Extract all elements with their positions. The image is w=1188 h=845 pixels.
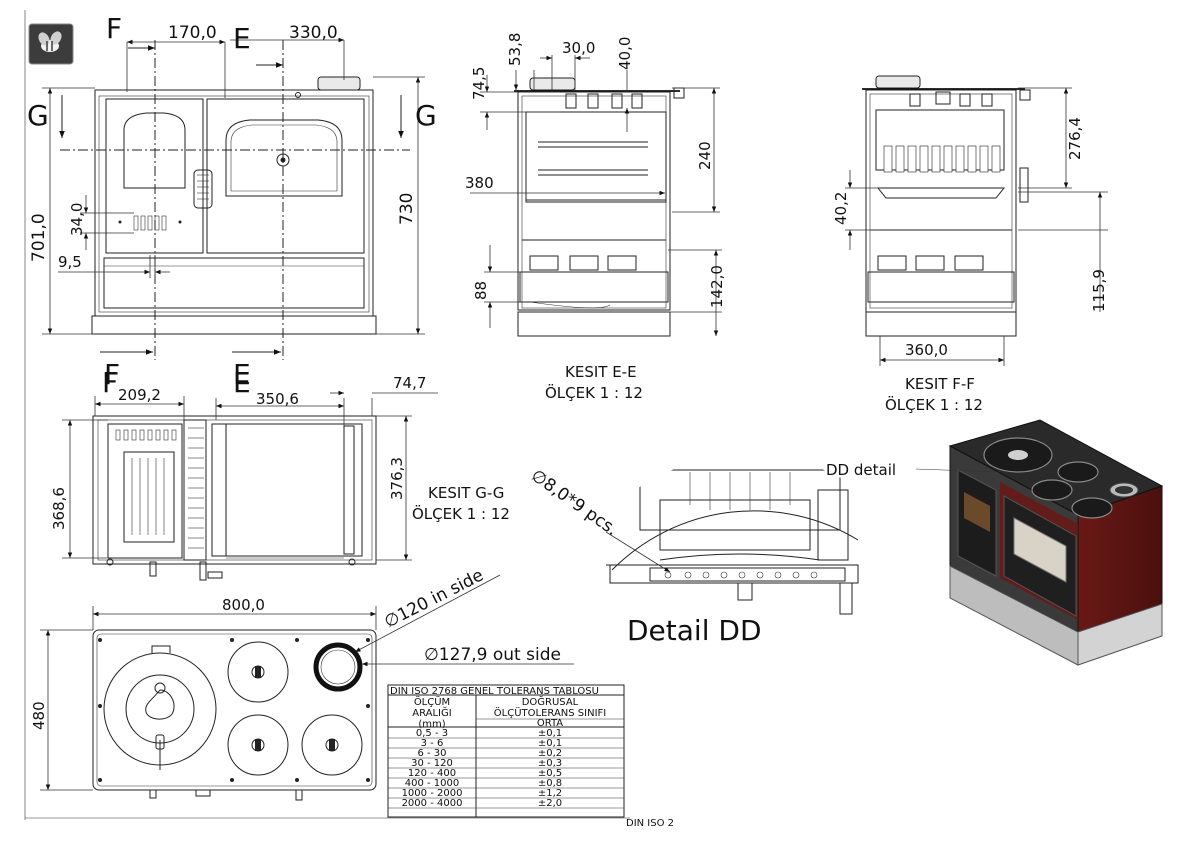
front-section-g-left-label: G [27, 99, 49, 132]
caption-ff-scale: ÖLÇEK 1 : 12 [885, 395, 983, 414]
gg-section-f-label: F [102, 366, 118, 399]
dim-ff-40-2: 40,2 [832, 192, 850, 225]
tolerance-value-cell: ±0,8 [538, 778, 562, 789]
dim-front-34: 34,0 [68, 203, 86, 236]
dim-ff-115-9: 115,9 [1090, 269, 1108, 312]
dim-ee-380: 380 [465, 174, 494, 192]
flue-inner-diameter: ∅120 in side [381, 565, 487, 632]
tolerance-col2-header-3: ORTA [537, 718, 563, 729]
detail-callout-label: DD detail [826, 461, 896, 479]
tolerance-range-cell: 6 - 30 [417, 748, 446, 759]
caption-ff-title: KESIT F-F [905, 375, 975, 393]
tolerance-value-cell: ±0,5 [538, 768, 562, 779]
tolerance-table [387, 684, 625, 818]
front-view [42, 37, 425, 360]
stove-isometric-render [915, 419, 1164, 666]
caption-gg-scale: ÖLÇEK 1 : 12 [412, 504, 510, 523]
dim-ee-240: 240 [696, 141, 714, 170]
tolerance-col1-header-3: (mm) [418, 719, 445, 730]
tolerance-value-cell: ±0,3 [538, 758, 562, 769]
tolerance-value-cell: ±1,2 [538, 788, 562, 799]
tolerance-value-cell: ±0,1 [538, 728, 562, 739]
caption-ee-scale: ÖLÇEK 1 : 12 [545, 383, 643, 402]
dim-front-170: 170,0 [168, 23, 217, 43]
bee-logo-icon [28, 23, 74, 65]
top-view [40, 574, 574, 801]
dim-top-480: 480 [30, 701, 48, 730]
front-section-g-right-label: G [415, 99, 437, 132]
front-section-f-label: F [106, 12, 122, 45]
tolerance-range-cell: 2000 - 4000 [402, 798, 463, 809]
caption-ee-title: KESIT E-E [565, 363, 637, 381]
dim-gg-74-7: 74,7 [393, 374, 426, 392]
dim-ff-360: 360,0 [905, 341, 948, 359]
tolerance-value-cell: ±0,1 [538, 738, 562, 749]
flue-outer-diameter: ∅127,9 out side [424, 645, 561, 665]
dim-front-330: 330,0 [289, 23, 338, 43]
dim-top-800: 800,0 [222, 596, 265, 614]
dim-gg-368-6: 368,6 [50, 487, 68, 530]
tolerance-value-cell: ±0,2 [538, 748, 562, 759]
caption-gg-title: KESIT G-G [428, 484, 504, 502]
tolerance-col2-header-1: DOĞRUSAL [522, 695, 579, 708]
dim-gg-350-6: 350,6 [256, 390, 299, 408]
tolerance-col1-header-2: ARALIĞI [412, 706, 451, 719]
dim-ee-74-5: 74,5 [470, 67, 488, 100]
tolerance-col2-header-2: ÖLÇÜTOLERANS SINIFI [494, 706, 606, 719]
detail-holes-note: ∅8,0*9 pcs. [527, 466, 621, 540]
dim-ee-53-8: 53,8 [506, 33, 524, 66]
dim-ff-276-4: 276,4 [1066, 117, 1084, 160]
tolerance-range-cell: 1000 - 2000 [402, 788, 463, 799]
dim-front-730: 730 [397, 193, 417, 225]
front-section-e-label: E [233, 22, 251, 55]
detail-dd-view [605, 469, 859, 615]
tolerance-range-cell: 120 - 400 [408, 768, 456, 779]
gg-section-e-label: E [233, 366, 251, 399]
dim-gg-209-2: 209,2 [118, 386, 161, 404]
dim-front-701: 701,0 [29, 213, 49, 262]
tolerance-range-cell: 3 - 6 [421, 738, 444, 749]
front-section-e-bottom-label: E [233, 358, 251, 391]
tolerance-table-title: DIN ISO 2768 GENEL TOLERANS TABLOSU [390, 686, 599, 697]
front-section-f-bottom-label: F [104, 358, 120, 391]
dim-gg-376-3: 376,3 [388, 457, 406, 500]
section-ee-view [470, 55, 722, 337]
dim-ee-40: 40,0 [616, 37, 634, 70]
dim-ee-30: 30,0 [562, 39, 595, 57]
tolerance-footer-note: DIN ISO 2 [626, 818, 674, 829]
tolerance-col1-header-1: ÖLÇÜM [414, 695, 450, 708]
tolerance-range-cell: 400 - 1000 [405, 778, 460, 789]
tolerance-value-cell: ±2,0 [538, 798, 562, 809]
dim-ee-142: 142,0 [708, 265, 726, 308]
section-gg-view [62, 390, 438, 581]
detail-dd-title: Detail DD [627, 614, 762, 647]
tolerance-range-cell: 0,5 - 3 [416, 728, 448, 739]
section-ff-view [845, 75, 1108, 366]
dim-ee-88: 88 [472, 281, 490, 300]
tolerance-range-cell: 30 - 120 [411, 758, 453, 769]
dim-front-9-5: 9,5 [58, 253, 82, 271]
